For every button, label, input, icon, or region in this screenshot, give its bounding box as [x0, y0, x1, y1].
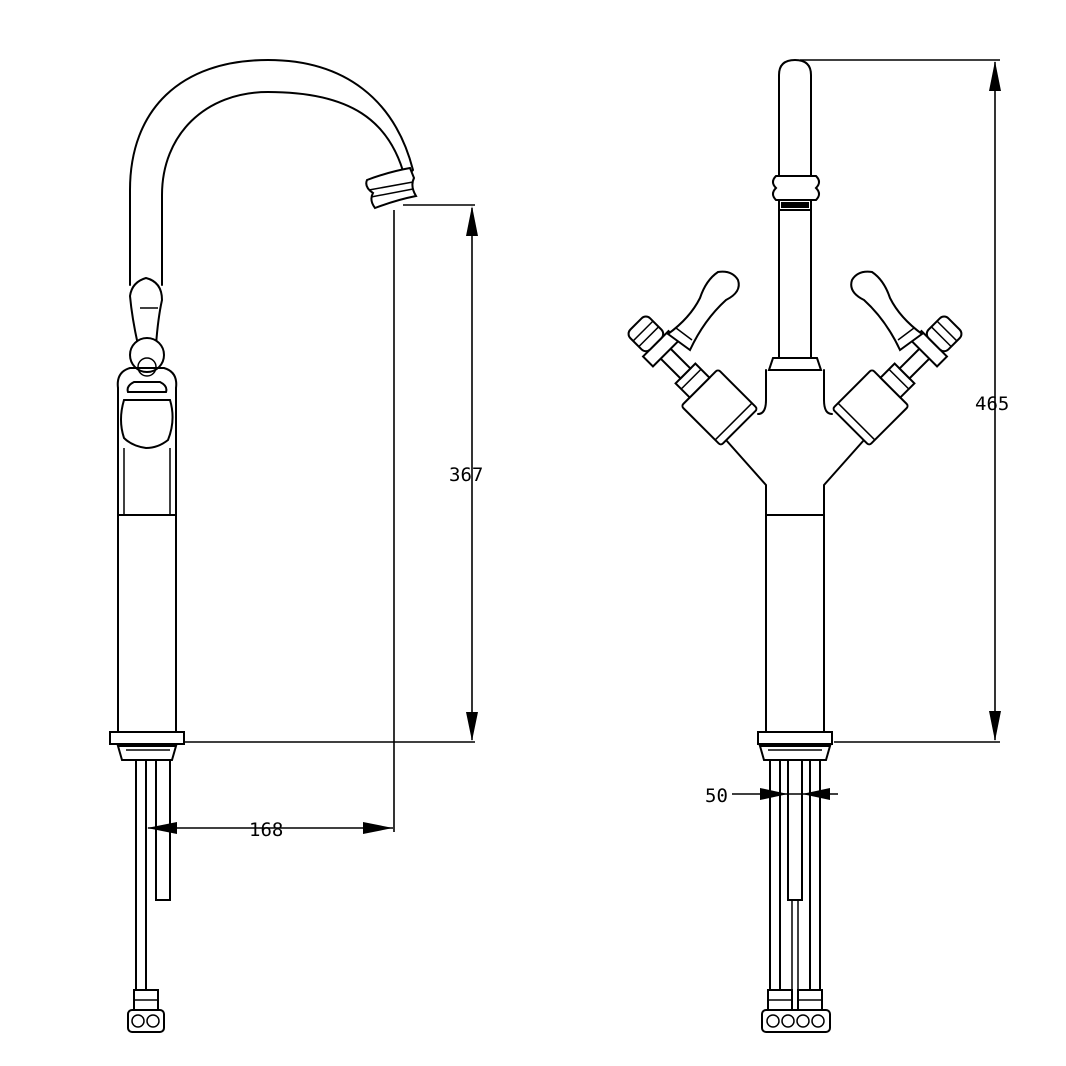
front-body — [725, 399, 865, 733]
side-view — [109, 59, 418, 1033]
dimension-spout-reach: 168 — [147, 210, 395, 841]
side-lever-handle — [128, 276, 164, 346]
front-tube-base — [765, 369, 825, 401]
front-base-flange — [757, 731, 833, 745]
front-tail-nuts — [761, 989, 831, 1033]
dimension-total-height: 465 — [800, 59, 1009, 743]
front-right-lever — [850, 270, 924, 352]
side-base-flange — [109, 731, 185, 745]
dimension-label-spout-reach: 168 — [249, 819, 283, 841]
front-tails — [769, 759, 821, 991]
dimension-spout-height: 367 — [184, 204, 483, 743]
dimension-label-total-height: 465 — [975, 393, 1009, 415]
side-lever-hub — [129, 337, 165, 373]
side-body — [117, 387, 177, 733]
dimension-tail-spacing: 50 — [705, 785, 838, 807]
dimension-label-tail-spacing: 50 — [705, 785, 728, 807]
front-right-valve — [832, 315, 963, 446]
side-spout — [129, 59, 414, 286]
side-valve — [120, 399, 174, 450]
front-spout — [778, 59, 812, 176]
front-aerator — [772, 175, 820, 201]
side-body-collar — [116, 367, 178, 389]
front-left-lever — [666, 270, 740, 352]
dimension-label-spout-height: 367 — [449, 464, 483, 486]
side-aerator — [365, 166, 418, 210]
front-left-valve — [627, 315, 758, 446]
front-view — [627, 59, 963, 1033]
